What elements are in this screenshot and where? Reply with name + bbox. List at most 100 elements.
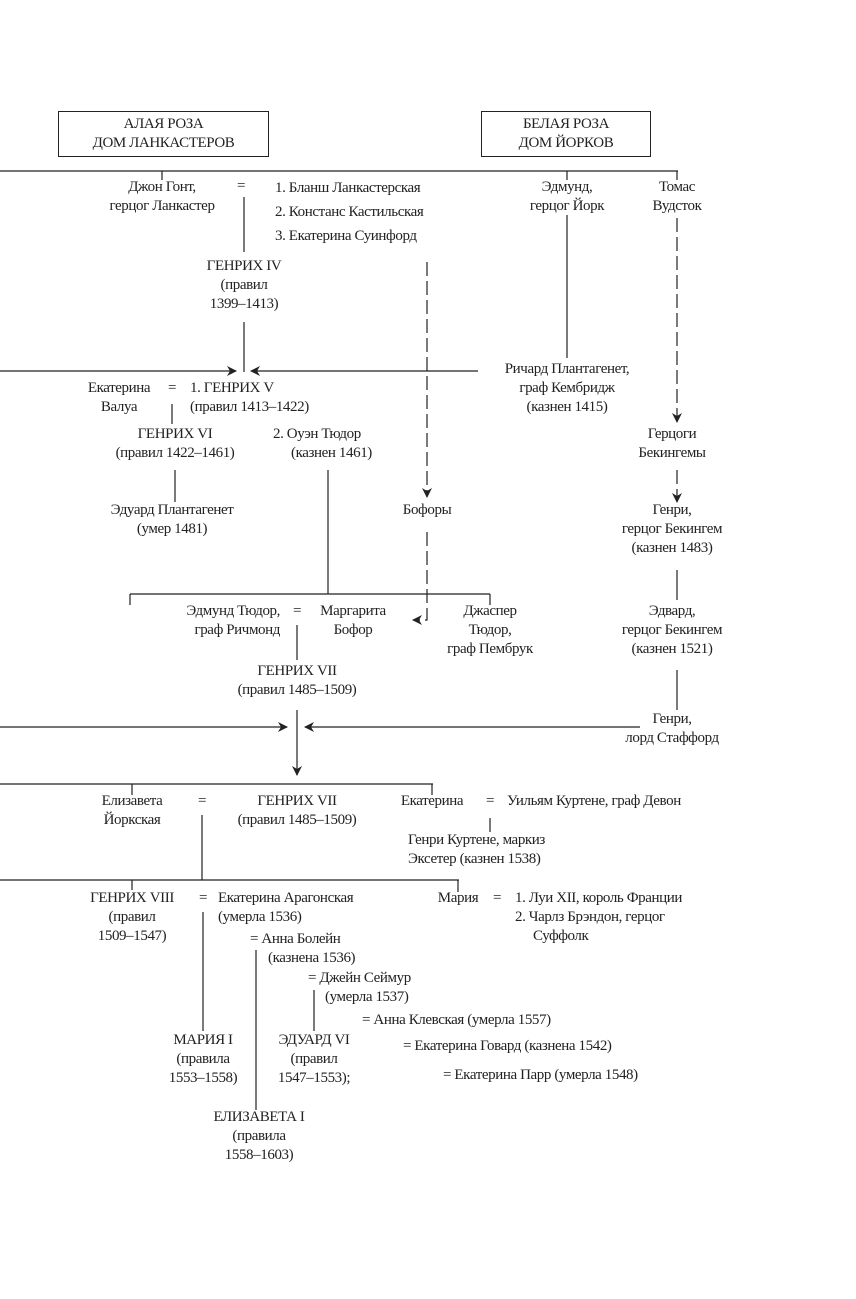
person-text-line: граф Пембрук (447, 641, 533, 657)
person-catherine-parr: = Екатерина Парр (умерла 1548) (443, 1066, 638, 1085)
person-text-line: = Анна Болейн (250, 931, 341, 947)
person-text-line: 1. Луи XII, король Франции (515, 890, 683, 906)
person-text-line: (казнена 1536) (268, 950, 356, 966)
person-text-line: Герцоги (647, 426, 697, 442)
person-text-line: Маргарита (320, 603, 386, 619)
person-text-line: (правил (220, 277, 268, 293)
person-text-line: Эдвард, (648, 603, 696, 619)
house-title: БЕЛАЯ РОЗА (522, 116, 610, 132)
person-text-line: 2. Оуэн Тюдор (273, 426, 361, 442)
person-text-line: (казнен 1483) (631, 540, 713, 556)
person-owen-tudor: 2. Оуэн Тюдор (казнен 1461) (273, 425, 372, 463)
person-text-line: Эксетер (казнен 1538) (408, 851, 541, 867)
person-catherine-york: Екатерина (400, 792, 464, 811)
person-text-line: (правил 1422–1461) (115, 445, 235, 461)
person-text-line: 1. Бланш Ланкастерская (275, 180, 421, 196)
person-henry4: ГЕНРИХ IV (правил 1399–1413) (207, 257, 282, 314)
person-text-line: (казнен 1461) (291, 445, 372, 461)
person-text-line: Бофор (333, 622, 373, 638)
person-text-line: 1509–1547) (97, 928, 167, 944)
person-text-line: лорд Стаффорд (625, 730, 719, 746)
person-text-line: Екатерина (87, 380, 151, 396)
person-text-line: 1558–1603) (224, 1147, 294, 1163)
person-text-line: (правил (108, 909, 156, 925)
person-text-line: Валуа (100, 399, 138, 415)
person-text-line: Бекингемы (638, 445, 706, 461)
person-text-line: Екатерина (400, 793, 464, 809)
person-text-line: 2. Чарлз Брэндон, герцог (515, 909, 665, 925)
person-text-line: Генри, (652, 711, 692, 727)
marriage-sign: = (292, 603, 302, 619)
person-edward-plantagenet: Эдуард Плантагенет (умер 1481) (111, 501, 234, 539)
person-text-line: 1547–1553); (277, 1070, 351, 1086)
person-edmund-tudor: Эдмунд Тюдор,граф Ричмонд (186, 602, 280, 640)
person-text-line: (правил 1485–1509) (237, 812, 357, 828)
person-beauforts: Бофоры (403, 501, 452, 520)
person-text-line: (казнен 1521) (631, 641, 713, 657)
person-john-gaunt: Джон Гонт, герцог Ланкастер (109, 178, 214, 216)
person-text-line: Эдмунд, (541, 179, 593, 195)
person-text-line: ГЕНРИХ VIII (90, 890, 174, 906)
person-text-line: 1. ГЕНРИХ V (190, 380, 274, 396)
person-henry7-b: ГЕНРИХ VII (правил 1485–1509) (238, 792, 357, 830)
person-henry6: ГЕНРИХ VI(правил 1422–1461) (116, 425, 235, 463)
person-text-line: (правил (290, 1051, 338, 1067)
person-william-courtenay: Уильям Куртене, граф Девон (507, 792, 681, 811)
person-henry-stafford: Генри, лорд Стаффорд (625, 710, 719, 748)
person-text-line: ЭДУАРД VI (278, 1032, 350, 1048)
person-text-line: = Джейн Сеймур (308, 970, 411, 986)
person-text-line: (правил 1485–1509) (237, 682, 357, 698)
person-text-line: Эдуард Плантагенет (110, 502, 234, 518)
person-text-line: Тюдор, (468, 622, 512, 638)
person-text-line: (казнен 1415) (526, 399, 608, 415)
person-text-line: герцог Йорк (529, 198, 605, 214)
person-edward6: ЭДУАРД VI (правил 1547–1553); (277, 1031, 351, 1088)
person-text-line: Генри Куртене, маркиз (408, 832, 545, 848)
person-henry8: ГЕНРИХ VIII (правил 1509–1547) (90, 889, 174, 946)
person-catherine-aragon: Екатерина Арагонская (умерла 1536) (218, 889, 354, 927)
person-text-line: герцог Ланкастер (109, 198, 215, 214)
person-text-line: (умер 1481) (136, 521, 208, 537)
person-text-line: ГЕНРИХ VII (257, 793, 337, 809)
person-text-line: ГЕНРИХ VII (257, 663, 337, 679)
marriage-sign: = (492, 890, 502, 906)
person-henry7-a: ГЕНРИХ VII (правил 1485–1509) (238, 662, 357, 700)
person-text-line: 1399–1413) (209, 296, 279, 312)
person-text-line: (правила (232, 1128, 286, 1144)
person-text-line: Джон Гонт, (128, 179, 196, 195)
dashed-arrow (412, 532, 428, 625)
person-text-line: ГЕНРИХ IV (206, 258, 282, 274)
person-mary-tudor: Мария (438, 889, 479, 908)
person-text-line: Ричард Плантагенет, (504, 361, 630, 377)
person-anne-boleyn: = Анна Болейн (казнена 1536) (250, 930, 356, 968)
person-text-line: Вудсток (652, 198, 702, 214)
person-richard-cambridge: Ричард Плантагенет,граф Кембридж(казнен … (505, 360, 630, 417)
person-text-line: (умерла 1536) (218, 909, 302, 925)
person-jane-seymour: = Джейн Сеймур(умерла 1537) (308, 969, 411, 1007)
person-text-line: = Екатерина Говард (казнена 1542) (403, 1038, 612, 1054)
person-text-line: Генри, (652, 502, 692, 518)
person-text-line: Елизавета (101, 793, 163, 809)
person-text-line: Екатерина Арагонская (218, 890, 354, 906)
person-text-line: Джаспер (463, 603, 517, 619)
person-text-line: Суффолк (533, 928, 589, 944)
person-text-line: МАРИЯ I (173, 1032, 233, 1048)
person-henry5: 1. ГЕНРИХ V(правил 1413–1422) (190, 379, 309, 417)
marriage-sign: = (198, 890, 208, 906)
person-edmund-york: Эдмунд, герцог Йорк (529, 178, 605, 216)
person-catherine-howard: = Екатерина Говард (казнена 1542) (403, 1037, 612, 1056)
person-mary-husbands: 1. Луи XII, король Франции 2. Чарлз Брэнд… (515, 889, 682, 946)
person-text-line: = Екатерина Парр (умерла 1548) (443, 1067, 638, 1083)
person-text-line: Йоркская (103, 812, 161, 828)
